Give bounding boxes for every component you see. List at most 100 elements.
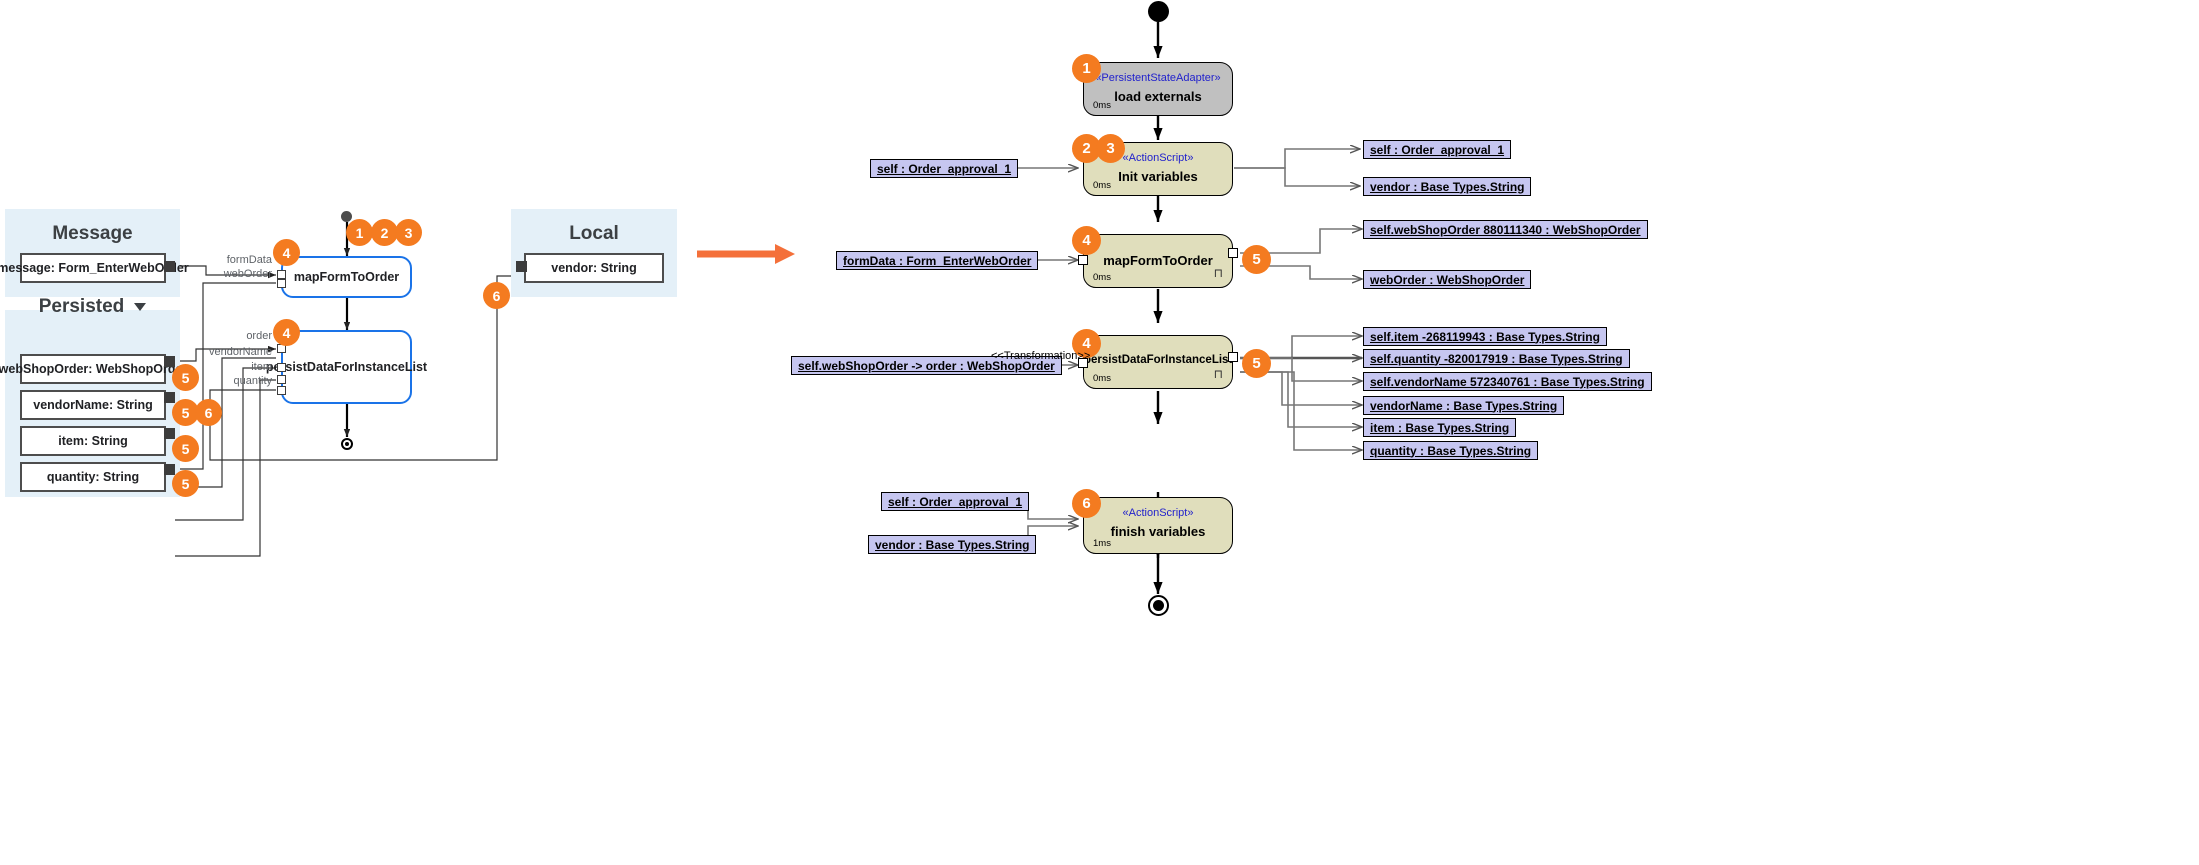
activity-mapformtoorder[interactable]: mapFormToOrder	[281, 256, 412, 298]
object-pin	[164, 392, 175, 403]
output-pin[interactable]	[1228, 352, 1238, 362]
object-item-label: item: String	[58, 434, 128, 448]
object-local-vendor[interactable]: vendor: String	[524, 253, 664, 283]
node-stereotype: «PersistentStateAdapter»	[1095, 72, 1221, 84]
port-order-label: order	[246, 330, 272, 342]
node-duration: 0ms	[1093, 100, 1111, 111]
input-finish-self[interactable]: self : Order_approval_1	[881, 492, 1030, 511]
output-quantity[interactable]: quantity : Base Types.String	[1363, 441, 1539, 460]
message-group-title: Message	[5, 223, 180, 245]
object-pin	[164, 261, 175, 272]
step-badge-6b[interactable]: 6	[484, 283, 509, 308]
node-stereotype: «ActionScript»	[1122, 152, 1194, 164]
input-formdata[interactable]: formData : Form_EnterWebOrder	[836, 251, 1039, 270]
object-quantity-label: quantity: String	[46, 470, 140, 484]
step-badge-5[interactable]: 5	[1243, 246, 1270, 273]
object-message-label: message: Form_EnterWebOrder	[0, 261, 189, 275]
node-mapformtoorder[interactable]: mapFormToOrder 0ms ⊓	[1083, 234, 1233, 288]
node-finish-variables[interactable]: «ActionScript» finish variables 1ms	[1083, 497, 1233, 554]
output-self-vendorname[interactable]: self.vendorName 572340761 : Base Types.S…	[1363, 372, 1652, 391]
node-persistdataforinstancelist[interactable]: persistDataForInstanceList 0ms ⊓	[1083, 335, 1233, 389]
object-vendorname-label: vendorName: String	[33, 398, 153, 412]
port-item[interactable]	[277, 375, 286, 384]
port-order[interactable]	[277, 344, 286, 353]
port-formdata-label: formData	[226, 254, 272, 266]
port-vendorname-label: vendorName	[209, 346, 272, 358]
input-self-webshoporder-order[interactable]: self.webShopOrder -> order : WebShopOrde…	[791, 356, 1062, 375]
object-quantity[interactable]: quantity: String	[20, 462, 166, 492]
chevron-down-icon[interactable]	[134, 302, 147, 311]
input-pin[interactable]	[1078, 255, 1088, 265]
local-group-label: Local	[569, 223, 619, 244]
node-name: mapFormToOrder	[1103, 253, 1213, 268]
output-self-webshoporder[interactable]: self.webShopOrder 880111340 : WebShopOrd…	[1363, 220, 1648, 239]
step-badge-4a[interactable]: 4	[274, 240, 299, 265]
object-webshoporder[interactable]: webShopOrder: WebShopOrder	[0, 354, 187, 384]
output-self-item[interactable]: self.item -268119943 : Base Types.String	[1363, 327, 1607, 346]
persisted-group-title[interactable]: Persisted	[5, 296, 180, 318]
input-pin[interactable]	[1078, 358, 1088, 368]
step-badge-5[interactable]: 5	[1243, 350, 1270, 377]
node-init-variables[interactable]: «ActionScript» Init variables 0ms	[1083, 142, 1233, 196]
node-stereotype: «ActionScript»	[1122, 507, 1194, 519]
object-pin	[164, 356, 175, 367]
port-quantity-label: quantity	[233, 375, 272, 387]
input-self-order-approval[interactable]: self : Order_approval_1	[870, 159, 1019, 178]
object-pin	[516, 261, 527, 272]
step-badge-6[interactable]: 6	[1073, 490, 1100, 517]
step-badge-3[interactable]: 3	[1097, 135, 1124, 162]
step-badge-5d[interactable]: 5	[173, 471, 198, 496]
output-vendor[interactable]: vendor : Base Types.String	[1363, 177, 1532, 196]
object-message[interactable]: message: Form_EnterWebOrder	[0, 253, 189, 283]
port-weborder[interactable]	[277, 279, 286, 288]
step-badge-4[interactable]: 4	[1073, 227, 1100, 254]
object-vendorname[interactable]: vendorName: String	[20, 390, 166, 420]
port-weborder-label: webOrder	[223, 268, 272, 280]
output-vendorname[interactable]: vendorName : Base Types.String	[1363, 396, 1565, 415]
step-badge-2[interactable]: 2	[372, 220, 397, 245]
node-duration: 0ms	[1093, 272, 1111, 283]
output-self-quantity[interactable]: self.quantity -820017919 : Base Types.St…	[1363, 349, 1630, 368]
step-badge-6a[interactable]: 6	[196, 400, 221, 425]
object-pin	[164, 428, 175, 439]
input-finish-vendor[interactable]: vendor : Base Types.String	[868, 535, 1037, 554]
node-name: load externals	[1114, 89, 1202, 104]
output-self-order-approval[interactable]: self : Order_approval_1	[1363, 140, 1512, 159]
node-duration: 1ms	[1093, 538, 1111, 549]
port-item-label: item	[251, 361, 272, 373]
right-final-node	[1148, 595, 1169, 616]
step-badge-5b[interactable]: 5	[173, 400, 198, 425]
final-node	[341, 438, 353, 450]
step-badge-4[interactable]: 4	[1073, 330, 1100, 357]
node-duration: 0ms	[1093, 373, 1111, 384]
node-name: persistDataForInstanceList	[1084, 354, 1233, 366]
local-group-title: Local	[511, 223, 677, 245]
node-name: finish variables	[1110, 524, 1206, 539]
object-local-vendor-label: vendor: String	[551, 261, 637, 275]
step-badge-3[interactable]: 3	[396, 220, 421, 245]
message-group-label: Message	[52, 223, 133, 244]
object-item[interactable]: item: String	[20, 426, 166, 456]
step-badge-1[interactable]: 1	[1073, 55, 1100, 82]
activity-persistdataforinstancelist[interactable]: persistDataForInstanceList	[266, 330, 427, 404]
port-quantity[interactable]	[277, 386, 286, 395]
output-item[interactable]: item : Base Types.String	[1363, 418, 1517, 437]
node-load-externals[interactable]: «PersistentStateAdapter» load externals …	[1083, 62, 1233, 116]
transition-arrow	[697, 244, 795, 264]
step-badge-2[interactable]: 2	[1073, 135, 1100, 162]
port-vendorname[interactable]	[277, 363, 286, 372]
pin-marker-icon: ⊓	[1213, 266, 1223, 280]
persisted-group-label: Persisted	[38, 296, 125, 317]
step-badge-5c[interactable]: 5	[173, 436, 198, 461]
step-badge-4b[interactable]: 4	[274, 320, 299, 345]
transformation-label: <<Transformation>>	[991, 350, 1091, 362]
object-pin	[164, 464, 175, 475]
port-formdata[interactable]	[277, 270, 286, 279]
pin-marker-icon: ⊓	[1213, 367, 1223, 381]
step-badge-1[interactable]: 1	[347, 220, 372, 245]
output-pin[interactable]	[1228, 248, 1238, 258]
output-weborder[interactable]: webOrder : WebShopOrder	[1363, 270, 1532, 289]
step-badge-5a[interactable]: 5	[173, 365, 198, 390]
initial-node	[341, 211, 352, 222]
